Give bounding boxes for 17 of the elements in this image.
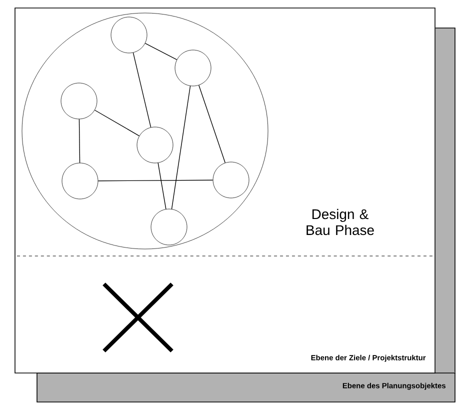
line xyxy=(98,180,214,182)
circle xyxy=(60,82,98,120)
circle xyxy=(174,50,212,86)
ellipse xyxy=(22,12,268,250)
circle xyxy=(212,162,250,198)
circle xyxy=(110,16,148,54)
circle xyxy=(150,208,188,246)
line xyxy=(78,118,80,164)
line xyxy=(132,52,152,128)
circle xyxy=(136,126,174,164)
line xyxy=(94,110,140,136)
phase-label: Design & Bau Phase xyxy=(306,208,374,236)
line xyxy=(144,43,178,60)
line xyxy=(198,84,226,164)
line xyxy=(158,162,166,210)
circle xyxy=(62,162,98,200)
line xyxy=(171,86,191,210)
